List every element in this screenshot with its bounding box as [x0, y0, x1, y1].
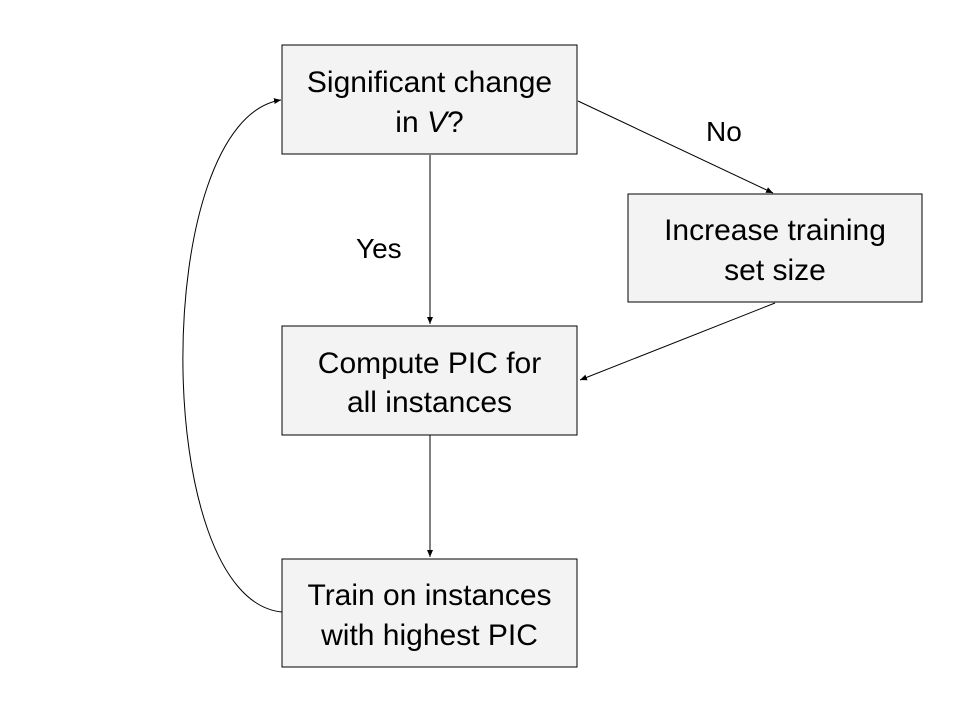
edge-label-no: No	[706, 116, 742, 147]
node-decision-line2-suffix: ?	[447, 106, 464, 139]
node-increase-training-line2: set size	[724, 254, 826, 287]
node-compute-pic: Compute PIC for all instances	[281, 325, 578, 436]
node-train-line2: with highest PIC	[320, 619, 538, 652]
node-compute-pic-line1: Compute PIC for	[318, 347, 541, 380]
node-train-box	[281, 558, 578, 668]
edge-label-yes: Yes	[356, 233, 402, 264]
edge-train-loop-to-decision	[182, 98, 283, 613]
edge-decision-to-increase-no	[577, 100, 774, 194]
node-increase-training-box	[627, 193, 923, 303]
node-decision-variable: V	[427, 106, 450, 139]
node-increase-training: Increase training set size	[627, 193, 923, 303]
node-increase-training-line1: Increase training	[664, 214, 886, 247]
node-compute-pic-line2: all instances	[347, 386, 512, 419]
node-decision-line2: in V?	[395, 106, 463, 139]
node-decision: Significant change in V?	[281, 44, 578, 155]
node-decision-box	[281, 44, 578, 155]
node-decision-text: Significant change	[307, 66, 552, 99]
node-train-line1: Train on instances	[307, 579, 551, 612]
node-compute-pic-box	[281, 325, 578, 436]
edge-increase-to-compute	[579, 302, 776, 381]
node-decision-line1: Significant change	[307, 66, 552, 99]
node-train: Train on instances with highest PIC	[281, 558, 578, 668]
node-decision-line2-prefix: in	[395, 106, 427, 139]
